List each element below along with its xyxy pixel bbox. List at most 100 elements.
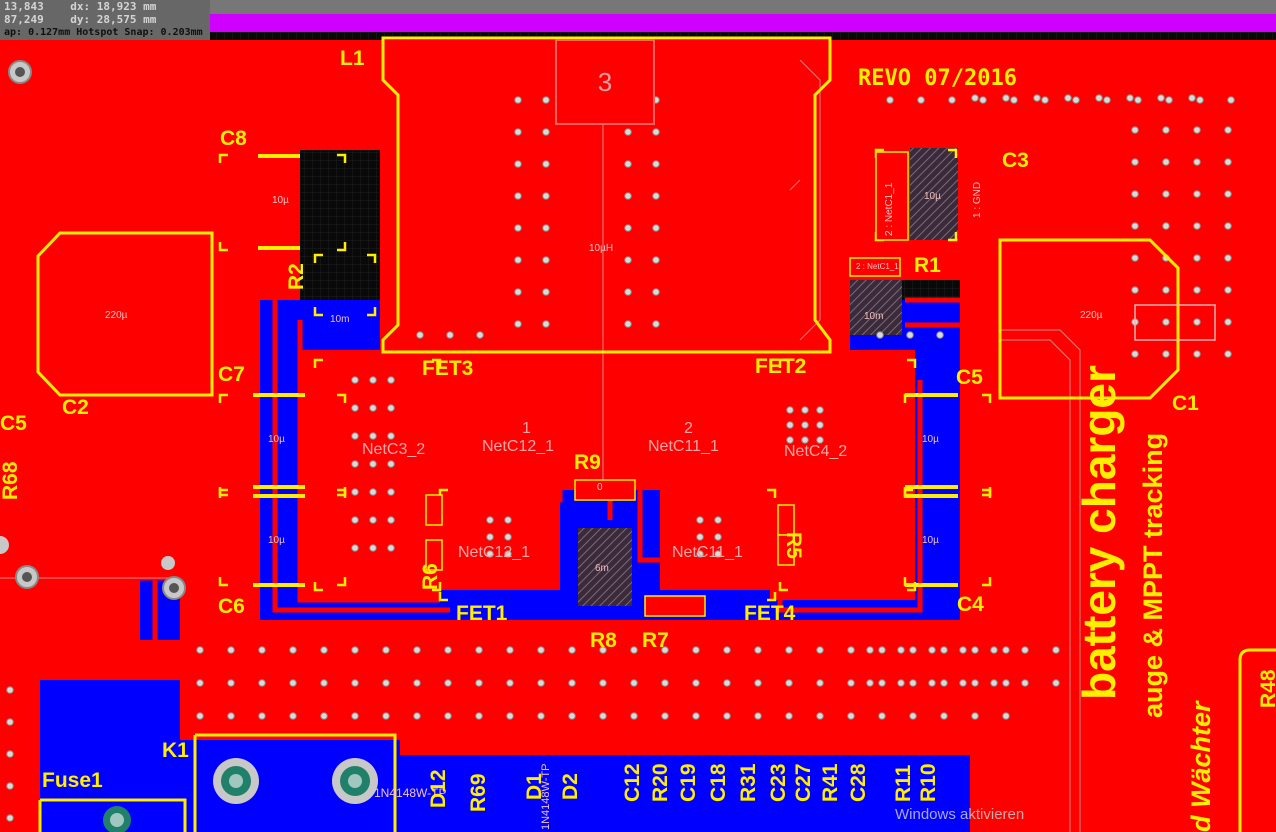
designator-d12[interactable]: D12	[427, 769, 450, 808]
via	[847, 646, 855, 654]
silk-corner	[218, 242, 228, 252]
designator-c6[interactable]: C6	[218, 595, 245, 618]
designator-r68[interactable]: R68	[0, 461, 22, 500]
cursor-y-readout: 87,249 dy: 28,575 mm	[4, 13, 157, 26]
designator-r69[interactable]: R69	[467, 773, 490, 812]
pad-number-1: 1	[522, 420, 531, 437]
designator-c27[interactable]: C27	[792, 763, 815, 802]
via	[1224, 158, 1232, 166]
board-title: battery charger	[1073, 365, 1125, 700]
designator-r10[interactable]: R10	[917, 763, 940, 802]
via	[816, 646, 824, 654]
via	[816, 406, 824, 414]
designator-fuse1[interactable]: Fuse1	[42, 769, 103, 792]
designator-r11[interactable]: R11	[892, 764, 915, 802]
via	[959, 679, 967, 687]
via	[917, 96, 925, 104]
via	[786, 436, 794, 444]
designator-c1[interactable]: C1	[1172, 392, 1199, 415]
designator-r8[interactable]: R8	[590, 629, 617, 652]
via	[542, 320, 550, 328]
designator-k1[interactable]: K1	[162, 739, 189, 762]
designator-c5[interactable]: C5	[956, 366, 983, 389]
designator-r31[interactable]: R31	[737, 763, 760, 802]
designator-fet1[interactable]: FET1	[456, 602, 508, 625]
via	[413, 679, 421, 687]
designator-r9[interactable]: R9	[574, 451, 601, 474]
designator-d1[interactable]: D1	[523, 773, 546, 800]
via	[514, 96, 522, 104]
designator-c7[interactable]: C7	[218, 363, 245, 386]
via	[816, 679, 824, 687]
via	[369, 460, 377, 468]
designator-d2[interactable]: D2	[559, 773, 582, 800]
via	[506, 679, 514, 687]
designator-r48[interactable]: R48	[1257, 669, 1276, 708]
designator-fet4[interactable]: FET4	[744, 602, 796, 625]
via	[387, 432, 395, 440]
via	[542, 96, 550, 104]
value-r9: 0	[597, 482, 603, 493]
via	[940, 646, 948, 654]
snap-readout: ap: 0.127mm Hotspot Snap: 0.203mm	[4, 27, 203, 38]
via	[630, 712, 638, 720]
via	[940, 712, 948, 720]
designator-r2[interactable]: R2	[285, 263, 308, 290]
designator-c19[interactable]: C19	[677, 763, 700, 802]
via	[754, 646, 762, 654]
via	[692, 712, 700, 720]
designator-r6[interactable]: R6	[419, 563, 442, 590]
via	[514, 192, 522, 200]
via	[351, 646, 359, 654]
via	[369, 488, 377, 496]
via	[475, 679, 483, 687]
silk-corner	[432, 582, 442, 592]
designator-r5[interactable]: R5	[782, 532, 805, 559]
designator-c28[interactable]: C28	[847, 763, 870, 802]
designator-c4[interactable]: C4	[957, 593, 984, 616]
via	[6, 686, 14, 694]
designator-r20[interactable]: R20	[649, 763, 672, 802]
net-label-netc1-h: 2 : NetC1_1	[856, 262, 899, 271]
via	[387, 488, 395, 496]
via	[196, 646, 204, 654]
via	[652, 160, 660, 168]
designator-c2[interactable]: C2	[62, 396, 89, 419]
designator-fet2[interactable]: FET2	[755, 355, 807, 378]
via	[1131, 286, 1139, 294]
designator-l1[interactable]: L1	[340, 47, 365, 70]
via	[599, 679, 607, 687]
designator-r41[interactable]: R41	[819, 763, 842, 802]
via	[486, 550, 494, 558]
silk-corner	[313, 582, 323, 592]
via	[897, 679, 905, 687]
designator-r1[interactable]: R1	[914, 254, 941, 277]
designator-c8[interactable]: C8	[220, 127, 247, 150]
via	[227, 646, 235, 654]
designator-c23[interactable]: C23	[767, 763, 790, 802]
via	[387, 544, 395, 552]
via	[1224, 190, 1232, 198]
silk-corner	[767, 488, 777, 498]
designator-c18[interactable]: C18	[707, 763, 730, 802]
via	[940, 679, 948, 687]
designator-c5b[interactable]: C5	[0, 412, 27, 435]
silk-corner	[313, 253, 323, 263]
via	[227, 679, 235, 687]
designator-r7[interactable]: R7	[642, 629, 669, 652]
net-label-netc11: NetC11_1	[648, 438, 719, 455]
via	[696, 550, 704, 558]
via	[1033, 94, 1041, 102]
via	[652, 192, 660, 200]
via	[1193, 190, 1201, 198]
designator-c12[interactable]: C12	[621, 763, 644, 802]
via	[1072, 96, 1080, 104]
silk-corner	[907, 358, 917, 368]
silk-corner	[948, 148, 958, 158]
designator-fet3[interactable]: FET3	[422, 357, 474, 380]
designator-c3[interactable]: C3	[1002, 149, 1029, 172]
via	[816, 712, 824, 720]
via	[1002, 94, 1010, 102]
via	[1052, 646, 1060, 654]
